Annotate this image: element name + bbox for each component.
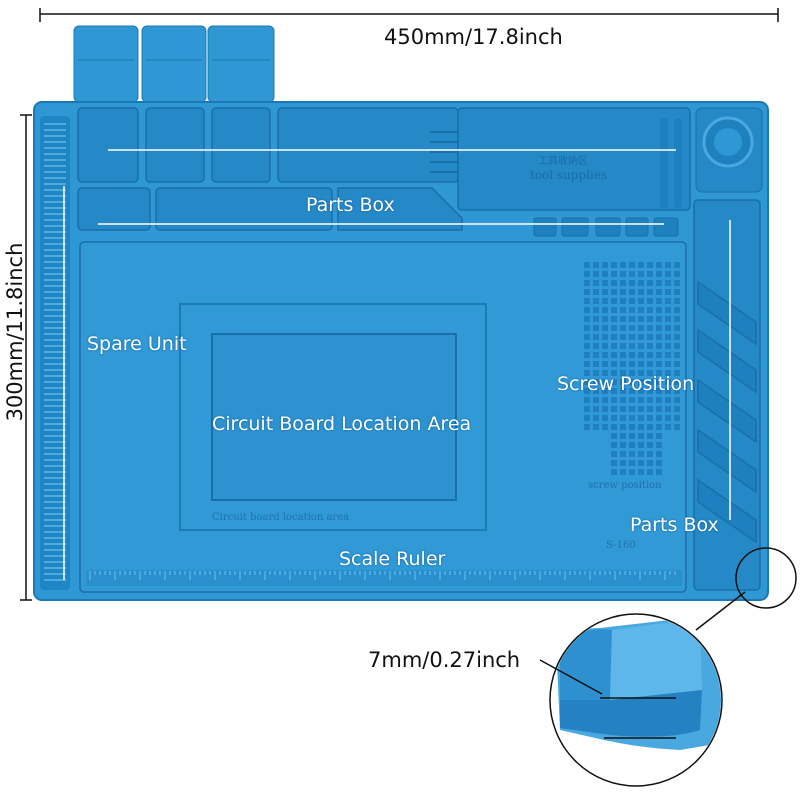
bottom-scale-ruler (86, 570, 682, 586)
circuit-board-inner-frame (211, 333, 457, 501)
screw-position-small-text: screw position (588, 480, 662, 491)
circuit-board-small-text: Circuit board location area (212, 512, 350, 523)
tool-supplies-text: tool supplies (530, 168, 608, 182)
guide-lines (63, 149, 731, 580)
circuit-board-outer-frame (179, 303, 487, 531)
top-right-small-bins (533, 217, 679, 237)
scale-ruler-label: Scale Ruler (339, 548, 446, 570)
parts-box-top-label: Parts Box (306, 194, 395, 216)
spare-unit-label: Spare Unit (87, 333, 187, 355)
tweezer-grooves (430, 131, 458, 173)
thickness-dimension-label: 7mm/0.27inch (368, 648, 521, 672)
screw-position-label: Screw Position (557, 373, 695, 395)
right-parts-box (693, 199, 761, 591)
magnifier-inset-icon (539, 547, 797, 787)
detachable-boxes (73, 25, 275, 103)
top-compartments (77, 107, 691, 231)
width-dimension-line (39, 8, 779, 22)
parts-box-right-label: Parts Box (630, 514, 719, 536)
circuit-board-area-label: Circuit Board Location Area (212, 413, 472, 435)
tool-supplies-cn-text: 工具收纳区 (538, 156, 588, 167)
height-dimension-label: 300mm/11.8inch (3, 242, 27, 422)
model-text: S-160 (606, 540, 636, 551)
left-scale-strip (40, 116, 70, 590)
height-dimension-line (20, 114, 32, 601)
tool-slots (660, 118, 682, 208)
screw-position-grid (584, 262, 680, 475)
width-dimension-label: 450mm/17.8inch (384, 25, 563, 49)
round-cup (695, 107, 763, 193)
